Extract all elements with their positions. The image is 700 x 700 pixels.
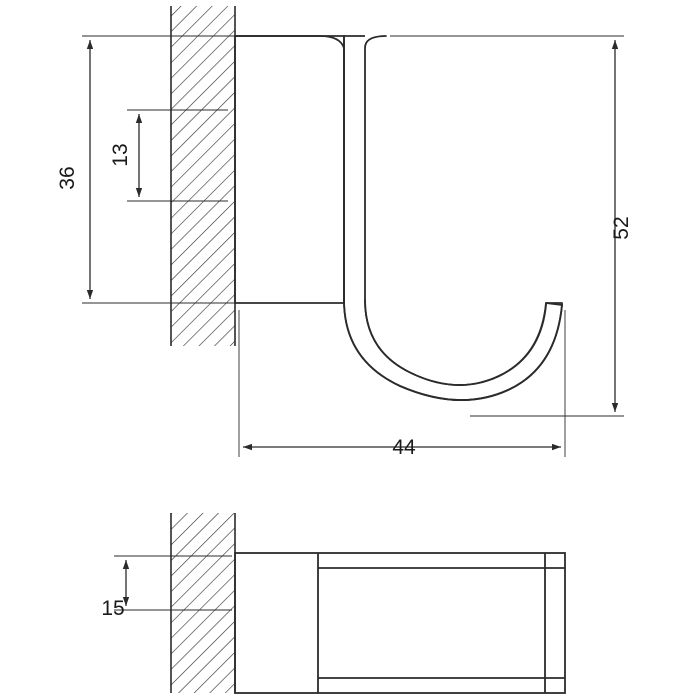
hook-profile-top bbox=[234, 552, 566, 694]
dimension-15-label: 15 bbox=[101, 597, 124, 620]
dimension-13: 13 bbox=[109, 109, 228, 202]
hook-curve-inner bbox=[343, 35, 563, 401]
dimension-15: 15 bbox=[101, 555, 232, 620]
dimension-36-label: 36 bbox=[56, 166, 79, 189]
dimension-52: 52 bbox=[390, 35, 633, 417]
dimension-44: 44 bbox=[238, 310, 566, 459]
dimension-44-label: 44 bbox=[392, 436, 416, 459]
wall-hatch-upper bbox=[170, 6, 236, 346]
hook-profile-side bbox=[234, 35, 563, 401]
dimension-13-label: 13 bbox=[109, 143, 132, 166]
dimension-52-label: 52 bbox=[610, 216, 633, 239]
dimension-36: 36 bbox=[56, 35, 240, 304]
wall-hatch-lower bbox=[170, 513, 236, 693]
